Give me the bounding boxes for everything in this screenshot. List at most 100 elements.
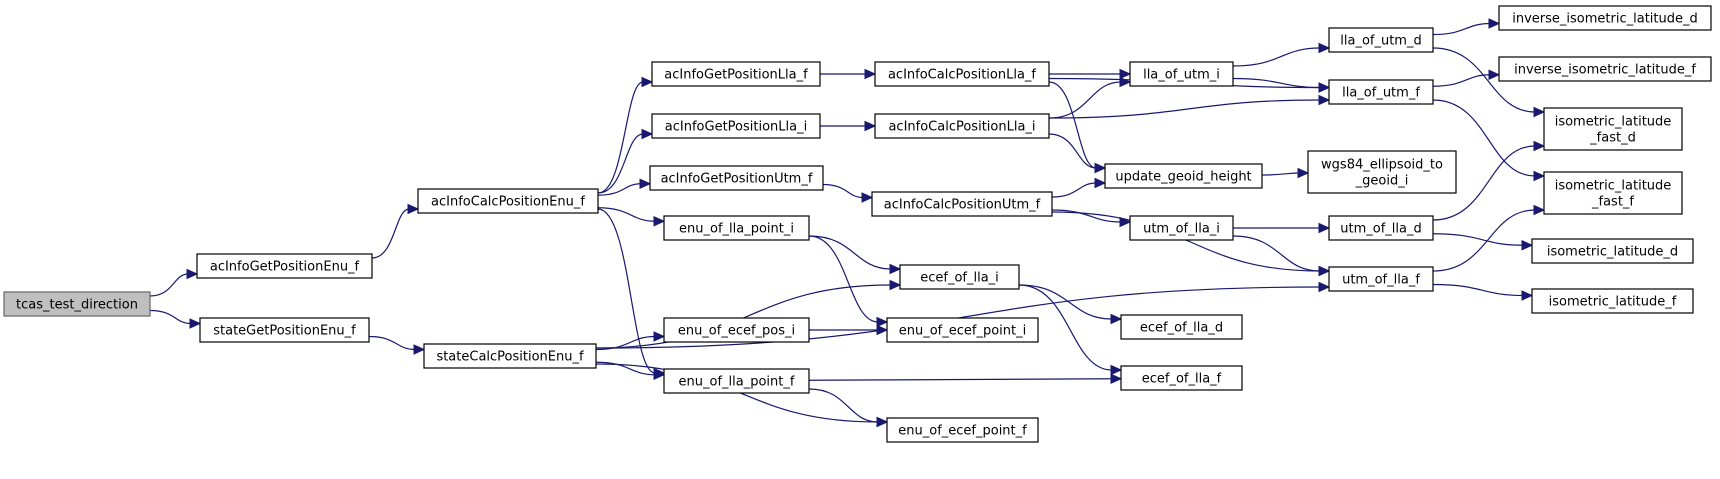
node-label: wgs84_ellipsoid_to [1321, 158, 1443, 173]
node-inverse_isometric_latitude_d[interactable]: inverse_isometric_latitude_d [1498, 5, 1712, 31]
node-label: update_geoid_height [1115, 170, 1251, 185]
edge-acInfoGetPositionEnu_f-to-acInfoCalcPositionEnu_f [371, 203, 420, 259]
node-box[interactable] [663, 317, 810, 343]
edge-acInfoCalcPositionLla_i-to-lla_of_utm_i [1048, 76, 1132, 119]
node-box[interactable] [663, 368, 810, 394]
node-isometric_latitude_fast_d[interactable]: isometric_latitude_fast_d [1543, 107, 1683, 151]
node-box[interactable] [1104, 163, 1263, 189]
node-box[interactable] [1498, 56, 1712, 82]
node-label: acInfoCalcPositionLla_f [888, 68, 1036, 83]
node-box[interactable] [886, 417, 1039, 443]
node-label: ecef_of_lla_i [920, 271, 999, 286]
node-box[interactable] [651, 113, 821, 139]
edge-stateCalcPositionEnu_f-to-enu_of_lla_point_f [595, 361, 666, 381]
node-stateCalcPositionEnu_f[interactable]: stateCalcPositionEnu_f [423, 343, 597, 369]
edge-stateCalcPositionEnu_f-to-ecef_of_lla_i [595, 279, 902, 349]
node-box[interactable] [1543, 107, 1683, 151]
node-box[interactable] [1129, 215, 1234, 241]
node-isometric_latitude_fast_f[interactable]: isometric_latitude_fast_f [1543, 171, 1683, 215]
node-box[interactable] [423, 343, 597, 369]
node-label: acInfoGetPositionLla_i [665, 120, 807, 135]
node-acInfoGetPositionEnu_f[interactable]: acInfoGetPositionEnu_f [196, 253, 373, 279]
edge-stateCalcPositionEnu_f-to-enu_of_ecef_pos_i [595, 331, 666, 351]
node-box[interactable] [1498, 5, 1712, 31]
node-ecef_of_lla_f[interactable]: ecef_of_lla_f [1120, 365, 1243, 391]
node-stateGetPositionEnu_f[interactable]: stateGetPositionEnu_f [199, 317, 370, 343]
node-utm_of_lla_i[interactable]: utm_of_lla_i [1129, 215, 1234, 241]
node-box[interactable] [196, 253, 373, 279]
node-box[interactable] [1543, 171, 1683, 215]
node-box[interactable] [199, 317, 370, 343]
node-tcas_test_direction[interactable]: tcas_test_direction [3, 291, 151, 317]
node-acInfoCalcPositionUtm_f[interactable]: acInfoCalcPositionUtm_f [871, 191, 1053, 217]
node-label: enu_of_ecef_point_i [899, 324, 1027, 339]
edge-ecef_of_lla_i-to-ecef_of_lla_d [1018, 284, 1123, 325]
node-box[interactable] [886, 317, 1039, 343]
node-box[interactable] [1328, 215, 1434, 241]
node-label: ecef_of_lla_f [1142, 372, 1222, 387]
node-enu_of_ecef_pos_i[interactable]: enu_of_ecef_pos_i [663, 317, 810, 343]
node-box[interactable] [663, 215, 810, 241]
node-utm_of_lla_d[interactable]: utm_of_lla_d [1328, 215, 1434, 241]
node-acInfoCalcPositionLla_i[interactable]: acInfoCalcPositionLla_i [874, 113, 1050, 139]
node-acInfoCalcPositionEnu_f[interactable]: acInfoCalcPositionEnu_f [417, 188, 599, 214]
node-label: _fast_d [1589, 131, 1636, 146]
node-box[interactable] [1328, 79, 1434, 105]
node-label: acInfoGetPositionLla_f [664, 68, 808, 83]
nodes-layer: tcas_test_direction acInfoGetPositionEnu_… [3, 5, 1712, 443]
node-box[interactable] [871, 191, 1053, 217]
node-box[interactable] [1307, 150, 1457, 194]
node-ecef_of_lla_i[interactable]: ecef_of_lla_i [899, 264, 1020, 290]
node-inverse_isometric_latitude_f[interactable]: inverse_isometric_latitude_f [1498, 56, 1712, 82]
node-box[interactable] [3, 291, 151, 317]
node-lla_of_utm_f[interactable]: lla_of_utm_f [1328, 79, 1434, 105]
node-box[interactable] [1531, 238, 1694, 264]
node-isometric_latitude_f[interactable]: isometric_latitude_f [1531, 288, 1694, 314]
node-box[interactable] [899, 264, 1020, 290]
node-box[interactable] [649, 165, 824, 191]
node-lla_of_utm_i[interactable]: lla_of_utm_i [1129, 61, 1234, 87]
node-ecef_of_lla_d[interactable]: ecef_of_lla_d [1120, 314, 1243, 340]
node-label: acInfoCalcPositionEnu_f [431, 195, 585, 210]
node-acInfoCalcPositionLla_f[interactable]: acInfoCalcPositionLla_f [874, 61, 1050, 87]
edge-acInfoCalcPositionEnu_f-to-acInfoGetPositionLla_f [597, 76, 654, 194]
edge-lla_of_utm_i-to-lla_of_utm_d [1232, 42, 1331, 67]
node-box[interactable] [1531, 288, 1694, 314]
edge-acInfoGetPositionUtm_f-to-acInfoCalcPositionUtm_f [822, 183, 874, 203]
node-box[interactable] [417, 188, 599, 214]
edge-acInfoCalcPositionEnu_f-to-enu_of_lla_point_i [597, 207, 666, 227]
node-label: acInfoGetPositionUtm_f [661, 172, 813, 187]
node-box[interactable] [874, 61, 1050, 87]
node-enu_of_ecef_point_f[interactable]: enu_of_ecef_point_f [886, 417, 1039, 443]
node-box[interactable] [1328, 266, 1434, 292]
edge-lla_of_utm_f-to-inverse_isometric_latitude_f [1432, 69, 1501, 87]
node-utm_of_lla_f[interactable]: utm_of_lla_f [1328, 266, 1434, 292]
node-box[interactable] [1120, 365, 1243, 391]
node-wgs84_ellipsoid_to_geoid_i[interactable]: wgs84_ellipsoid_to_geoid_i [1307, 150, 1457, 194]
node-acInfoGetPositionLla_i[interactable]: acInfoGetPositionLla_i [651, 113, 821, 139]
node-enu_of_ecef_point_i[interactable]: enu_of_ecef_point_i [886, 317, 1039, 343]
node-acInfoGetPositionUtm_f[interactable]: acInfoGetPositionUtm_f [649, 165, 824, 191]
edge-acInfoCalcPositionUtm_f-to-utm_of_lla_i [1051, 209, 1132, 228]
node-box[interactable] [874, 113, 1050, 139]
edge-tcas_test_direction-to-stateGetPositionEnu_f [149, 309, 202, 329]
node-box[interactable] [1129, 61, 1234, 87]
node-label: inverse_isometric_latitude_f [1514, 63, 1696, 78]
edge-acInfoCalcPositionEnu_f-to-enu_of_lla_point_f [597, 208, 666, 379]
node-label: utm_of_lla_i [1143, 222, 1220, 237]
edge-enu_of_ecef_pos_i-to-enu_of_ecef_point_i [809, 324, 889, 336]
node-acInfoGetPositionLla_f[interactable]: acInfoGetPositionLla_f [651, 61, 821, 87]
node-label: utm_of_lla_d [1340, 222, 1421, 237]
node-lla_of_utm_d[interactable]: lla_of_utm_d [1328, 27, 1434, 53]
node-update_geoid_height[interactable]: update_geoid_height [1104, 163, 1263, 189]
node-box[interactable] [1120, 314, 1243, 340]
edge-enu_of_lla_point_f-to-enu_of_ecef_point_f [808, 388, 889, 428]
node-label: lla_of_utm_i [1143, 68, 1220, 83]
node-box[interactable] [651, 61, 821, 87]
edge-utm_of_lla_d-to-isometric_latitude_fast_d [1432, 140, 1546, 221]
node-enu_of_lla_point_i[interactable]: enu_of_lla_point_i [663, 215, 810, 241]
node-enu_of_lla_point_f[interactable]: enu_of_lla_point_f [663, 368, 810, 394]
node-box[interactable] [1328, 27, 1434, 53]
edge-utm_of_lla_f-to-isometric_latitude_f [1432, 283, 1534, 301]
node-isometric_latitude_d[interactable]: isometric_latitude_d [1531, 238, 1694, 264]
